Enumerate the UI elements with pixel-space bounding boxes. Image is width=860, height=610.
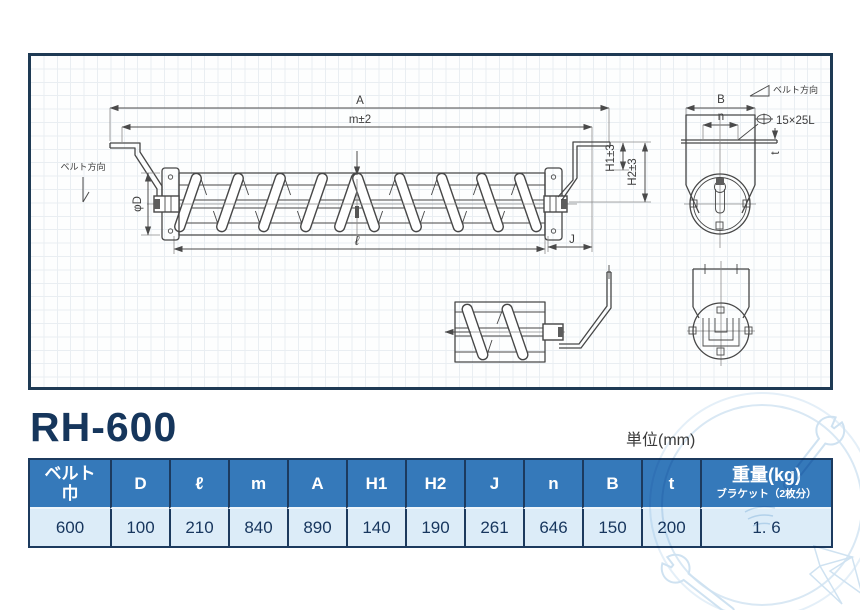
- belt-direction-left-label: ベルト方向: [60, 161, 105, 172]
- value-J: 261: [464, 509, 523, 546]
- value-t: 200: [641, 509, 700, 546]
- dim-t-label: t: [770, 151, 782, 155]
- value-A: 890: [287, 509, 346, 546]
- spec-table-header-row: ベルト 巾 D ℓ m A H1 H2 J n B t 重量(kg) ブラケット…: [30, 460, 831, 509]
- roller-drawing: ベルト方向 ベルト方向: [60, 84, 818, 366]
- header-J: J: [464, 460, 523, 509]
- dim-m-label: m±2: [349, 114, 371, 126]
- header-H2: H2: [405, 460, 464, 509]
- technical-drawing-panel: ベルト方向 ベルト方向: [28, 53, 833, 390]
- header-B: B: [582, 460, 641, 509]
- dim-A-label: A: [356, 95, 364, 107]
- dim-l-label: ℓ: [355, 233, 360, 248]
- value-H2: 190: [405, 509, 464, 546]
- spec-table: ベルト 巾 D ℓ m A H1 H2 J n B t 重量(kg) ブラケット…: [28, 458, 833, 548]
- header-l: ℓ: [169, 460, 228, 509]
- value-B: 150: [582, 509, 641, 546]
- header-weight: 重量(kg) ブラケット（2枚分）: [700, 460, 831, 509]
- header-H1: H1: [346, 460, 405, 509]
- header-A: A: [287, 460, 346, 509]
- dim-H2-label: H2±3: [627, 158, 639, 185]
- belt-direction-right-label: ベルト方向: [773, 84, 818, 95]
- spiral-coils: [173, 172, 543, 233]
- value-belt-width: 600: [55, 517, 85, 537]
- wrench-icon: [655, 548, 743, 610]
- value-H1: 140: [346, 509, 405, 546]
- dimension-labels: A m±2 ℓ J H1±3 H2±3 φD B n 15×25L t: [132, 94, 815, 248]
- dim-B-label: B: [717, 94, 725, 106]
- value-l: 210: [169, 509, 228, 546]
- channel-end-view: [687, 261, 755, 366]
- value-m: 840: [228, 509, 287, 546]
- header-m: m: [228, 460, 287, 509]
- header-weight-main: 重量(kg): [732, 464, 801, 485]
- dim-phiD-label: φD: [132, 196, 144, 212]
- unit-label: 単位(mm): [626, 432, 696, 449]
- main-side-view: [109, 104, 651, 254]
- spec-table-value-row: 600 100 210 840 890 140 190 261 646 150 …: [30, 509, 831, 546]
- dim-J-label: J: [569, 234, 575, 246]
- header-weight-sub: ブラケット（2枚分）: [716, 488, 817, 501]
- dim-H1-label: H1±3: [605, 144, 617, 171]
- belt-direction-right: ベルト方向: [749, 84, 818, 97]
- slot-size-label: 15×25L: [776, 115, 815, 127]
- value-n: 646: [523, 509, 582, 546]
- value-weight: 1. 6: [700, 509, 831, 546]
- value-D: 100: [110, 509, 169, 546]
- model-title: RH-600: [30, 404, 178, 450]
- dim-n-label: n: [718, 111, 724, 123]
- header-belt-width: ベルト 巾: [30, 460, 110, 509]
- belt-direction-left: ベルト方向: [60, 161, 106, 203]
- header-n: n: [523, 460, 582, 509]
- angled-mount-view: [444, 265, 612, 363]
- header-D: D: [110, 460, 169, 509]
- header-t: t: [641, 460, 700, 509]
- bracket-end-view: [681, 104, 779, 248]
